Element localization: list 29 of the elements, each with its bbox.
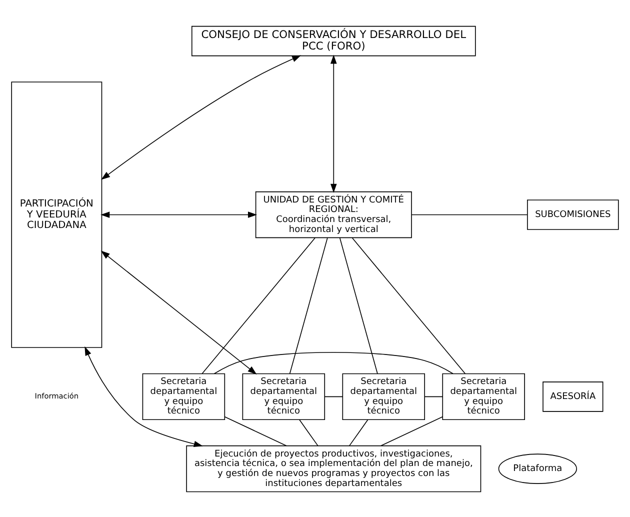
connector [348,418,368,446]
label: Información [34,390,79,400]
node-box: Secretaria departamental y equipo técnico [242,372,326,420]
connector [299,418,318,446]
node-box: CONSEJO DE CONSERVACIÓN Y DESARROLLO DEL PCC (FORO) [191,25,476,56]
node-box: SUBCOMISIONES [527,199,619,230]
connector [202,237,316,374]
connector [339,237,378,374]
node-box: PARTICIPACIÓN Y VEEDURÍA CIUDADANA [11,81,102,348]
connector [352,237,466,374]
connector [424,396,443,397]
node-box: Secretaria departamental y equipo técnico [342,372,426,420]
connector [324,396,344,397]
connector [380,416,444,446]
node-box: UNIDAD DE GESTIÓN Y COMITÉ REGIONAL: Coordinación transversal, horizontal y vertical [255,190,412,238]
arrow [100,250,257,374]
connector [289,237,328,374]
arrow [100,211,258,218]
arrow [101,54,302,180]
node-box: Secretaria departamental y equipo técnico [142,372,226,420]
node-box: Secretaria departamental y equipo técnico [442,372,525,420]
node-box: Ejecución de proyectos productivos, investigaciones, asistencia técnica, o sea implementación del plan de manejo, y gestión de nuevos programas y proyectos con las instituciones departamentales [186,444,482,492]
node-ellipse: Plataforma [498,453,578,484]
connector [224,416,287,446]
arrow [84,346,203,447]
connector [411,214,528,215]
arrow [330,54,337,192]
node-box: ASESORÍA [542,381,604,412]
connector [214,351,454,374]
